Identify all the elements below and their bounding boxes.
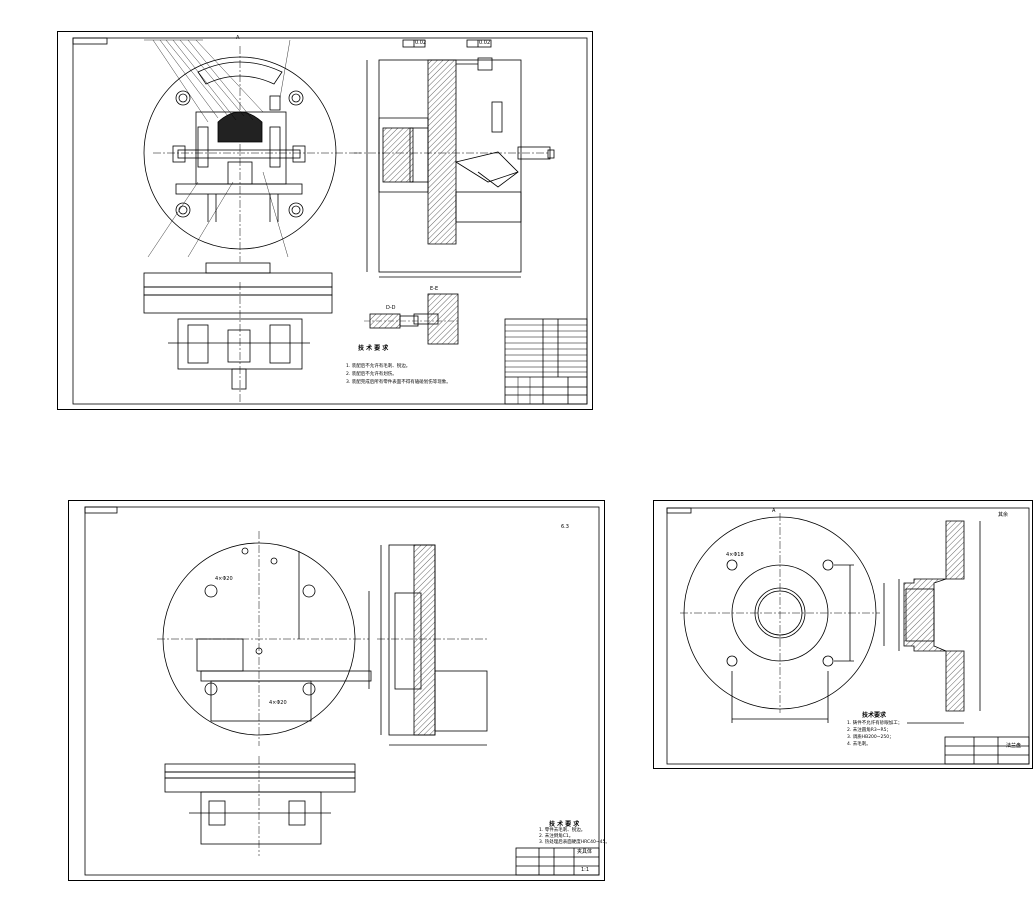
roughness-symbol: 6.3 — [561, 524, 569, 530]
tolerance-value-a: 0.02 — [415, 40, 427, 46]
notes-title: 技术要求 — [862, 712, 887, 719]
view-label-a: A — [236, 35, 240, 41]
note-line-3: 3. 调质HB200~250； — [847, 735, 894, 740]
note-line-1: 1. 装配后不允许有毛刺、锐边。 — [346, 364, 411, 369]
hole-dim-top: 4×Φ20 — [215, 576, 233, 582]
note-line-2: 2. 未注圆角R3~R5； — [847, 728, 891, 733]
hole-dim-bottom: 4×Φ20 — [269, 700, 287, 706]
drawing-name: 夹具体 — [577, 849, 593, 855]
note-line-3: 3. 热处理后表面硬度HRC40~45。 — [539, 840, 610, 845]
drawing-sheet-flange: 其余 4×Φ18 A 技术要求 1. 铸件不允许有砂眼加工； 2. 未注圆角R3… — [653, 500, 1033, 769]
fixture-body-drawing — [84, 506, 600, 876]
hole-dim: 4×Φ18 — [726, 552, 744, 558]
note-line-2: 2. 装配后不允许有划伤。 — [346, 372, 397, 377]
flange-drawing — [666, 507, 1030, 765]
drawing-scale: 1:1 — [581, 867, 590, 873]
drawing-sheet-assembly: D-D E-E A 0.02 0.02 技 术 要 求 1. 装配后不允许有毛刺… — [57, 31, 593, 410]
section-label-ee: E-E — [430, 286, 439, 292]
tolerance-value-b: 0.02 — [479, 40, 491, 46]
note-line-2: 2. 未注倒角C1。 — [539, 834, 574, 839]
note-line-3: 3. 装配完成后所有零件表面不得有磕碰划伤等现象。 — [346, 380, 451, 385]
roughness-note: 其余 — [998, 512, 1009, 518]
notes-title: 技 术 要 求 — [358, 345, 389, 352]
note-line-4: 4. 去毛刺。 — [847, 742, 871, 747]
drawing-name: 法兰盘 — [1006, 743, 1022, 749]
note-line-1: 1. 零件去毛刺、锐边。 — [539, 828, 586, 833]
notes-title: 技 术 要 求 — [549, 821, 580, 828]
note-line-1: 1. 铸件不允许有砂眼加工； — [847, 721, 903, 726]
assembly-drawing — [72, 37, 588, 405]
drawing-sheet-fixture-body: 6.3 4×Φ20 4×Φ20 技 术 要 求 1. 零件去毛刺、锐边。 2. … — [68, 500, 610, 881]
section-label-dd: D-D — [386, 305, 396, 311]
view-label-a: A — [772, 508, 776, 514]
